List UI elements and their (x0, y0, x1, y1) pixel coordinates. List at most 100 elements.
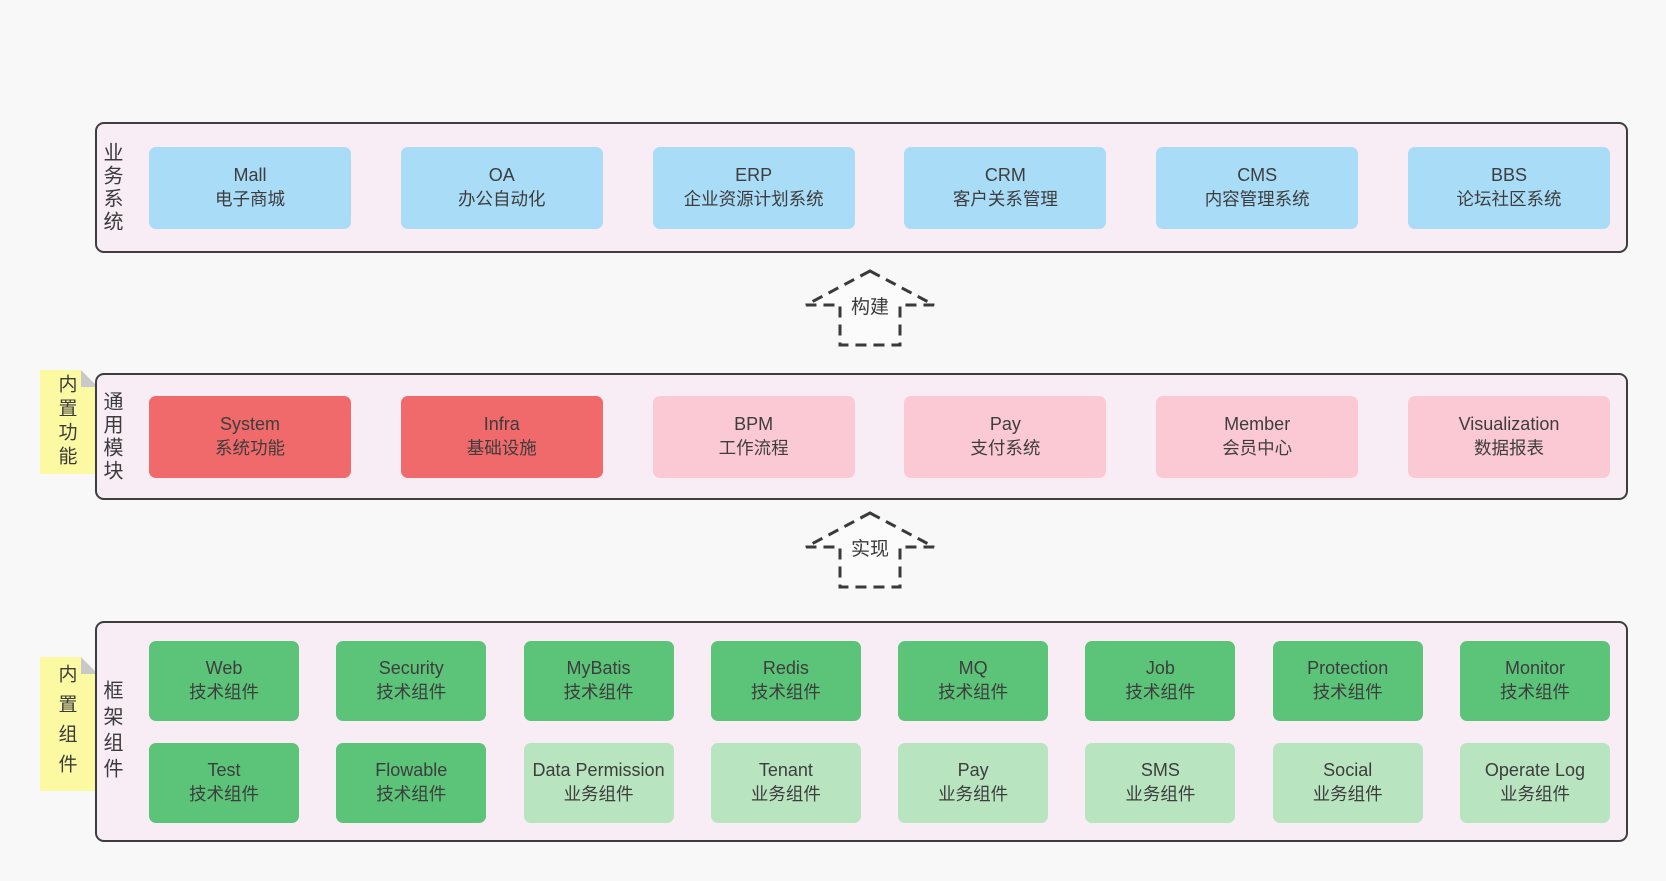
box-title: OA (488, 164, 515, 185)
box-title: ERP (735, 164, 773, 185)
framework-components-panel: 框架组件 Web 技术组件 Security 技术组件 MyBatis 技术组件… (95, 621, 1628, 842)
box-title: BBS (1490, 164, 1527, 185)
box-subtitle: 客户关系管理 (952, 188, 1058, 209)
box-title: Member (1224, 413, 1291, 434)
box-mybatis: MyBatis 技术组件 (523, 640, 674, 721)
box-subtitle: 技术组件 (376, 681, 447, 702)
box-title: Mall (233, 164, 267, 185)
box-subtitle: 电子商城 (215, 188, 285, 209)
box-title: Tenant (758, 759, 813, 780)
box-title: Web (205, 657, 243, 678)
box-title: Protection (1307, 657, 1389, 678)
framework-boxes-grid: Web 技术组件 Security 技术组件 MyBatis 技术组件 Redi… (149, 640, 1610, 823)
box-system: System 系统功能 (149, 395, 351, 478)
box-subtitle: 技术组件 (938, 681, 1009, 702)
box-operate-log: Operate Log 业务组件 (1459, 742, 1610, 823)
business-systems-panel: 业务系统 Mall 电子商城 OA 办公自动化 ERP 企业资源计划系统 CRM… (95, 122, 1628, 253)
box-title: Flowable (375, 759, 448, 780)
box-subtitle: 会员中心 (1222, 437, 1293, 458)
box-title: SMS (1140, 759, 1180, 780)
box-job: Job 技术组件 (1085, 640, 1236, 721)
box-test: Test 技术组件 (149, 742, 299, 823)
panel-label-business: 业务系统 (100, 141, 122, 234)
framework-row-1: Web 技术组件 Security 技术组件 MyBatis 技术组件 Redi… (149, 640, 1610, 721)
box-subtitle: 业务组件 (1312, 783, 1383, 804)
sticky-note-text: 内置功能 (55, 374, 77, 470)
implement-arrow: 实现 (802, 510, 938, 590)
box-subtitle: 数据报表 (1473, 437, 1544, 458)
box-subtitle: 技术组件 (189, 783, 259, 804)
box-subtitle: 业务组件 (1125, 783, 1196, 804)
box-title: MQ (958, 657, 988, 678)
box-title: System (219, 413, 280, 434)
box-subtitle: 论坛社区系统 (1456, 188, 1562, 209)
box-title: Security (378, 657, 444, 678)
box-title: Operate Log (1484, 759, 1585, 780)
box-title: CRM (984, 164, 1026, 185)
box-title: BPM (734, 413, 774, 434)
box-title: MyBatis (566, 657, 631, 678)
box-title: Infra (483, 413, 520, 434)
box-redis: Redis 技术组件 (710, 640, 861, 721)
box-title: CMS (1237, 164, 1278, 185)
box-subtitle: 工作流程 (718, 437, 789, 458)
box-subtitle: 业务组件 (1499, 783, 1570, 804)
box-data-permission: Data Permission 业务组件 (523, 742, 674, 823)
box-title: Data Permission (532, 759, 665, 780)
box-bpm: BPM 工作流程 (652, 395, 855, 478)
framework-row-2: Test 技术组件 Flowable 技术组件 Data Permission … (149, 742, 1610, 823)
box-subtitle: 业务组件 (938, 783, 1009, 804)
box-pay-component: Pay 业务组件 (898, 742, 1049, 823)
box-monitor: Monitor 技术组件 (1459, 640, 1610, 721)
box-title: Job (1145, 657, 1175, 678)
box-subtitle: 基础设施 (466, 437, 537, 458)
box-subtitle: 技术组件 (563, 681, 634, 702)
box-subtitle: 技术组件 (189, 681, 259, 702)
box-title: Redis (762, 657, 809, 678)
sticky-note-text: 内置组件 (55, 664, 77, 784)
box-sms: SMS 业务组件 (1085, 742, 1236, 823)
sticky-note-builtin-components: 内置组件 (40, 657, 98, 791)
box-cms: CMS 内容管理系统 (1156, 146, 1359, 229)
box-social: Social 业务组件 (1272, 742, 1423, 823)
box-mq: MQ 技术组件 (898, 640, 1049, 721)
box-subtitle: 业务组件 (750, 783, 821, 804)
box-title: Social (1323, 759, 1373, 780)
modules-boxes-row: System 系统功能 Infra 基础设施 BPM 工作流程 Pay 支付系统… (149, 395, 1610, 478)
build-arrow-label: 构建 (847, 292, 893, 319)
box-subtitle: 内容管理系统 (1204, 188, 1310, 209)
panel-label-modules: 通用模块 (100, 390, 122, 483)
box-subtitle: 办公自动化 (458, 188, 546, 209)
box-protection: Protection 技术组件 (1272, 640, 1423, 721)
common-modules-panel: 通用模块 System 系统功能 Infra 基础设施 BPM 工作流程 Pay… (95, 373, 1628, 500)
box-mall: Mall 电子商城 (149, 146, 351, 229)
box-subtitle: 技术组件 (1499, 681, 1570, 702)
box-title: Pay (957, 759, 989, 780)
box-visualization: Visualization 数据报表 (1407, 395, 1610, 478)
box-subtitle: 技术组件 (1125, 681, 1196, 702)
box-bbs: BBS 论坛社区系统 (1407, 146, 1610, 229)
box-member: Member 会员中心 (1156, 395, 1359, 478)
sticky-note-builtin-features: 内置功能 (40, 370, 98, 474)
box-web: Web 技术组件 (149, 640, 299, 721)
box-subtitle: 业务组件 (563, 783, 634, 804)
box-tenant: Tenant 业务组件 (710, 742, 861, 823)
box-subtitle: 企业资源计划系统 (683, 188, 824, 209)
box-security: Security 技术组件 (336, 640, 487, 721)
box-crm: CRM 客户关系管理 (904, 146, 1107, 229)
box-title: Pay (989, 413, 1021, 434)
box-subtitle: 技术组件 (750, 681, 821, 702)
panel-label-framework: 框架组件 (100, 679, 122, 784)
box-erp: ERP 企业资源计划系统 (652, 146, 855, 229)
box-infra: Infra 基础设施 (400, 395, 603, 478)
box-title: Monitor (1504, 657, 1565, 678)
box-oa: OA 办公自动化 (400, 146, 603, 229)
build-arrow: 构建 (802, 268, 938, 348)
box-subtitle: 技术组件 (376, 783, 447, 804)
box-pay-module: Pay 支付系统 (904, 395, 1107, 478)
box-subtitle: 系统功能 (215, 437, 285, 458)
implement-arrow-label: 实现 (847, 534, 893, 561)
box-title: Visualization (1458, 413, 1560, 434)
box-flowable: Flowable 技术组件 (336, 742, 487, 823)
